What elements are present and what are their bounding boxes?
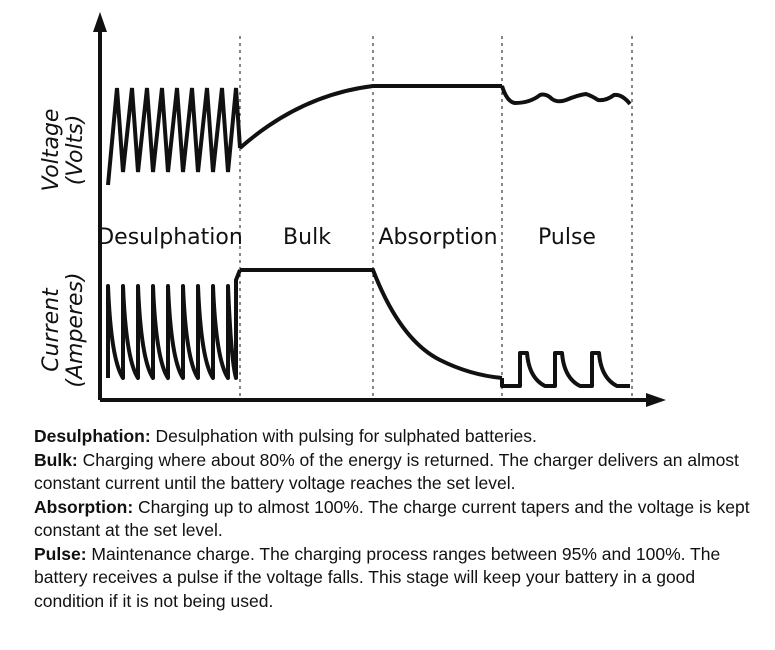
legend-item-bulk: Bulk: Charging where about 80% of the en…: [34, 449, 762, 496]
legend-term: Desulphation:: [34, 426, 151, 446]
legend-text: Maintenance charge. The charging process…: [34, 543, 721, 611]
legend-item-desulphation: Desulphation: Desulphation with pulsing …: [34, 425, 762, 449]
phase-label-bulk: Bulk: [283, 225, 331, 250]
voltage-curve: [106, 87, 242, 186]
phase-label-absorption: Absorption: [378, 225, 497, 250]
y-axis-arrowhead: [93, 12, 107, 32]
legend-term: Bulk:: [34, 449, 78, 470]
legend-item-pulse: Pulse: Maintenance charge. The charging …: [34, 543, 762, 614]
phase-legend: Desulphation: Desulphation with pulsing …: [34, 425, 762, 613]
y-label-voltage-unit: (Volts): [63, 115, 88, 186]
y-label-current: Current: [39, 287, 64, 372]
phase-label-pulse: Pulse: [538, 225, 596, 250]
charging-diagram: Desulphation Bulk Absorption Pulse Volta…: [39, 12, 666, 407]
legend-text: Desulphation with pulsing for sulphated …: [150, 426, 537, 446]
legend-term: Pulse:: [34, 543, 87, 564]
current-curve: [106, 269, 242, 380]
legend-item-absorption: Absorption: Charging up to almost 100%. …: [34, 496, 762, 543]
legend-term: Absorption:: [34, 496, 134, 517]
voltage-bulk-curve: [238, 84, 502, 150]
voltage-pulse-ripple: [500, 85, 632, 106]
phase-label-desulphation: Desulphation: [97, 225, 243, 250]
legend-text: Charging up to almost 100%. The charge c…: [34, 496, 750, 541]
current-pulse-spikes: [500, 351, 630, 388]
y-label-voltage: Voltage: [39, 109, 64, 192]
legend-text: Charging where about 80% of the energy i…: [34, 449, 739, 494]
current-bulk-absorption: [240, 268, 503, 380]
x-axis-arrowhead: [646, 393, 666, 407]
y-label-current-unit: (Amperes): [63, 272, 88, 387]
